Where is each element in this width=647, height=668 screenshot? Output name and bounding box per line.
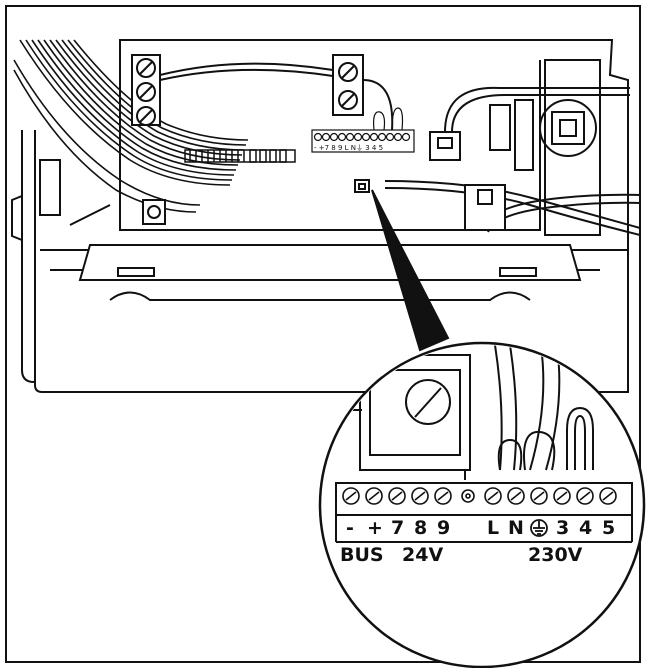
mounting-screw-icon — [142, 199, 166, 225]
front-tray — [78, 244, 582, 281]
overview-terminal-strip — [311, 107, 415, 153]
group-label-230v: 230V — [528, 544, 583, 566]
overview-terminal-labels: - +7 8 9 L N⏚ 3 4 5 — [314, 144, 383, 152]
terminal-label-4: 4 — [579, 517, 592, 539]
detail-callout: - + 7 8 9 L N 3 4 5 BUS 24V 230V — [318, 341, 646, 668]
terminal-label-N: N — [508, 517, 524, 539]
group-label-24v: 24V — [402, 544, 443, 566]
terminal-label-3: 3 — [556, 517, 569, 539]
terminal-label-L: L — [487, 517, 499, 539]
terminal-label-minus: - — [346, 517, 354, 539]
callout-pointer — [371, 189, 450, 352]
upper-terminal-block — [131, 54, 394, 131]
mains-cable — [384, 180, 641, 236]
left-latch — [11, 159, 111, 242]
terminal-label-5: 5 — [602, 517, 615, 539]
earth-ground-icon — [530, 519, 548, 537]
board-pin-header — [184, 149, 296, 163]
housing — [21, 39, 629, 393]
right-components — [429, 86, 630, 171]
rj-connector-icon — [354, 179, 370, 193]
terminal-label-7: 7 — [391, 517, 404, 539]
wire-bundle — [13, 39, 249, 213]
terminal-label-9: 9 — [437, 517, 450, 539]
outer-frame — [5, 5, 641, 663]
group-label-bus: BUS — [340, 544, 384, 566]
screw-terminal-icon — [342, 487, 617, 505]
terminal-label-plus: + — [367, 517, 383, 539]
terminal-label-8: 8 — [414, 517, 427, 539]
